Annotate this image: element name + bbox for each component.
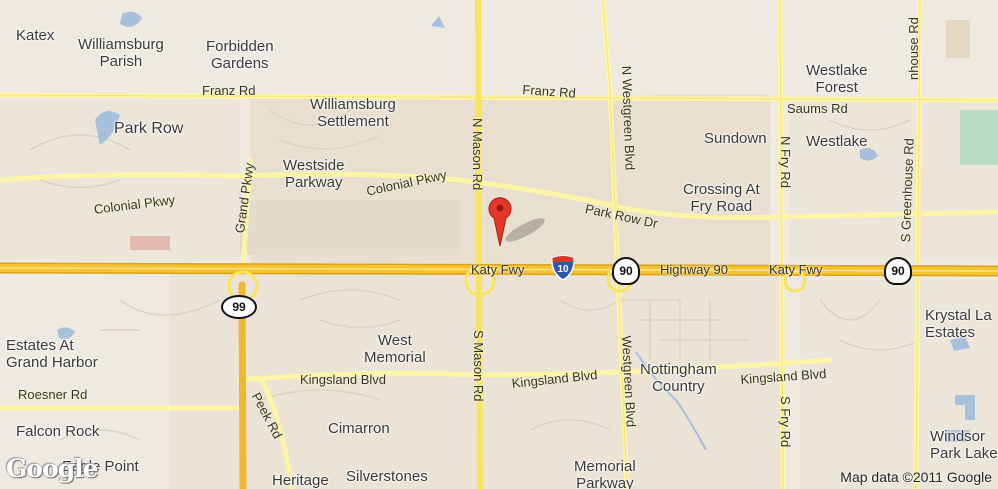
road-s-fry-rd: S Fry Rd <box>778 396 793 448</box>
place-katex: Katex <box>16 27 55 44</box>
major-roads <box>238 0 483 489</box>
urban-areas <box>0 20 998 489</box>
road-katy-fwy-west: Katy Fwy <box>471 262 525 277</box>
place-forbidden-gardens: Forbidden Gardens <box>206 38 274 72</box>
place-estates-at-grand-harbor: Estates At Grand Harbor <box>6 337 98 371</box>
road-roesner-rd: Roesner Rd <box>18 387 88 402</box>
place-westlake-forest: Westlake Forest <box>806 62 868 96</box>
road-franz-rd-west: Franz Rd <box>202 83 256 98</box>
google-logo[interactable]: Google <box>6 454 99 483</box>
place-falcon-rock: Falcon Rock <box>16 423 100 440</box>
place-eagle-point: Eagle Point <box>62 458 139 475</box>
place-krystal-lake-estates: Krystal La Estates <box>925 307 992 341</box>
katy-freeway <box>0 262 998 277</box>
place-sundown: Sundown <box>704 130 767 147</box>
place-memorial-parkway: Memorial Parkway <box>574 458 636 489</box>
road-katy-fwy-east: Katy Fwy <box>769 262 823 277</box>
local-streets <box>29 109 921 441</box>
road-kingsland-blvd-west: Kingsland Blvd <box>300 372 386 387</box>
location-pin-icon[interactable] <box>488 197 547 247</box>
map-attribution: Map data ©2011 Google <box>840 469 992 485</box>
place-silverstones: Silverstones <box>346 468 428 485</box>
road-n-fry-rd: N Fry Rd <box>778 136 793 188</box>
interstate-10-shield: 10 <box>551 255 575 281</box>
place-williamsburg-parish: Williamsburg Parish <box>78 36 164 70</box>
interstate-10-label: 10 <box>557 264 569 275</box>
place-heritage: Heritage <box>272 472 329 489</box>
place-williamsburg-settlement: Williamsburg Settlement <box>310 96 396 130</box>
place-crossing-at-fry-road: Crossing At Fry Road <box>683 181 760 215</box>
place-park-row: Park Row <box>114 120 184 137</box>
us-90-label-a: 90 <box>619 264 633 278</box>
place-westlake: Westlake <box>806 133 868 150</box>
place-nottingham-country: Nottingham Country <box>640 361 717 395</box>
place-windsor-park-lakes: Windsor Park Lake <box>930 428 998 462</box>
route-99-shield: 99 <box>221 295 257 319</box>
us-90-shield-a: 90 <box>612 257 640 285</box>
us-90-label-b: 90 <box>891 264 905 278</box>
road-highway-90: Highway 90 <box>660 262 728 277</box>
place-westside-parkway: Westside Parkway <box>283 157 345 191</box>
road-s-mason-rd: S Mason Rd <box>471 330 486 402</box>
road-greenhouse-rd-top: nhouse Rd <box>906 17 921 80</box>
place-cimarron: Cimarron <box>328 420 390 437</box>
place-west-memorial: West Memorial <box>364 332 426 366</box>
route-99-label: 99 <box>232 300 246 314</box>
us-90-shield-b: 90 <box>884 257 912 285</box>
road-n-mason-rd: N Mason Rd <box>470 118 485 191</box>
road-saums-rd: Saums Rd <box>787 101 848 116</box>
